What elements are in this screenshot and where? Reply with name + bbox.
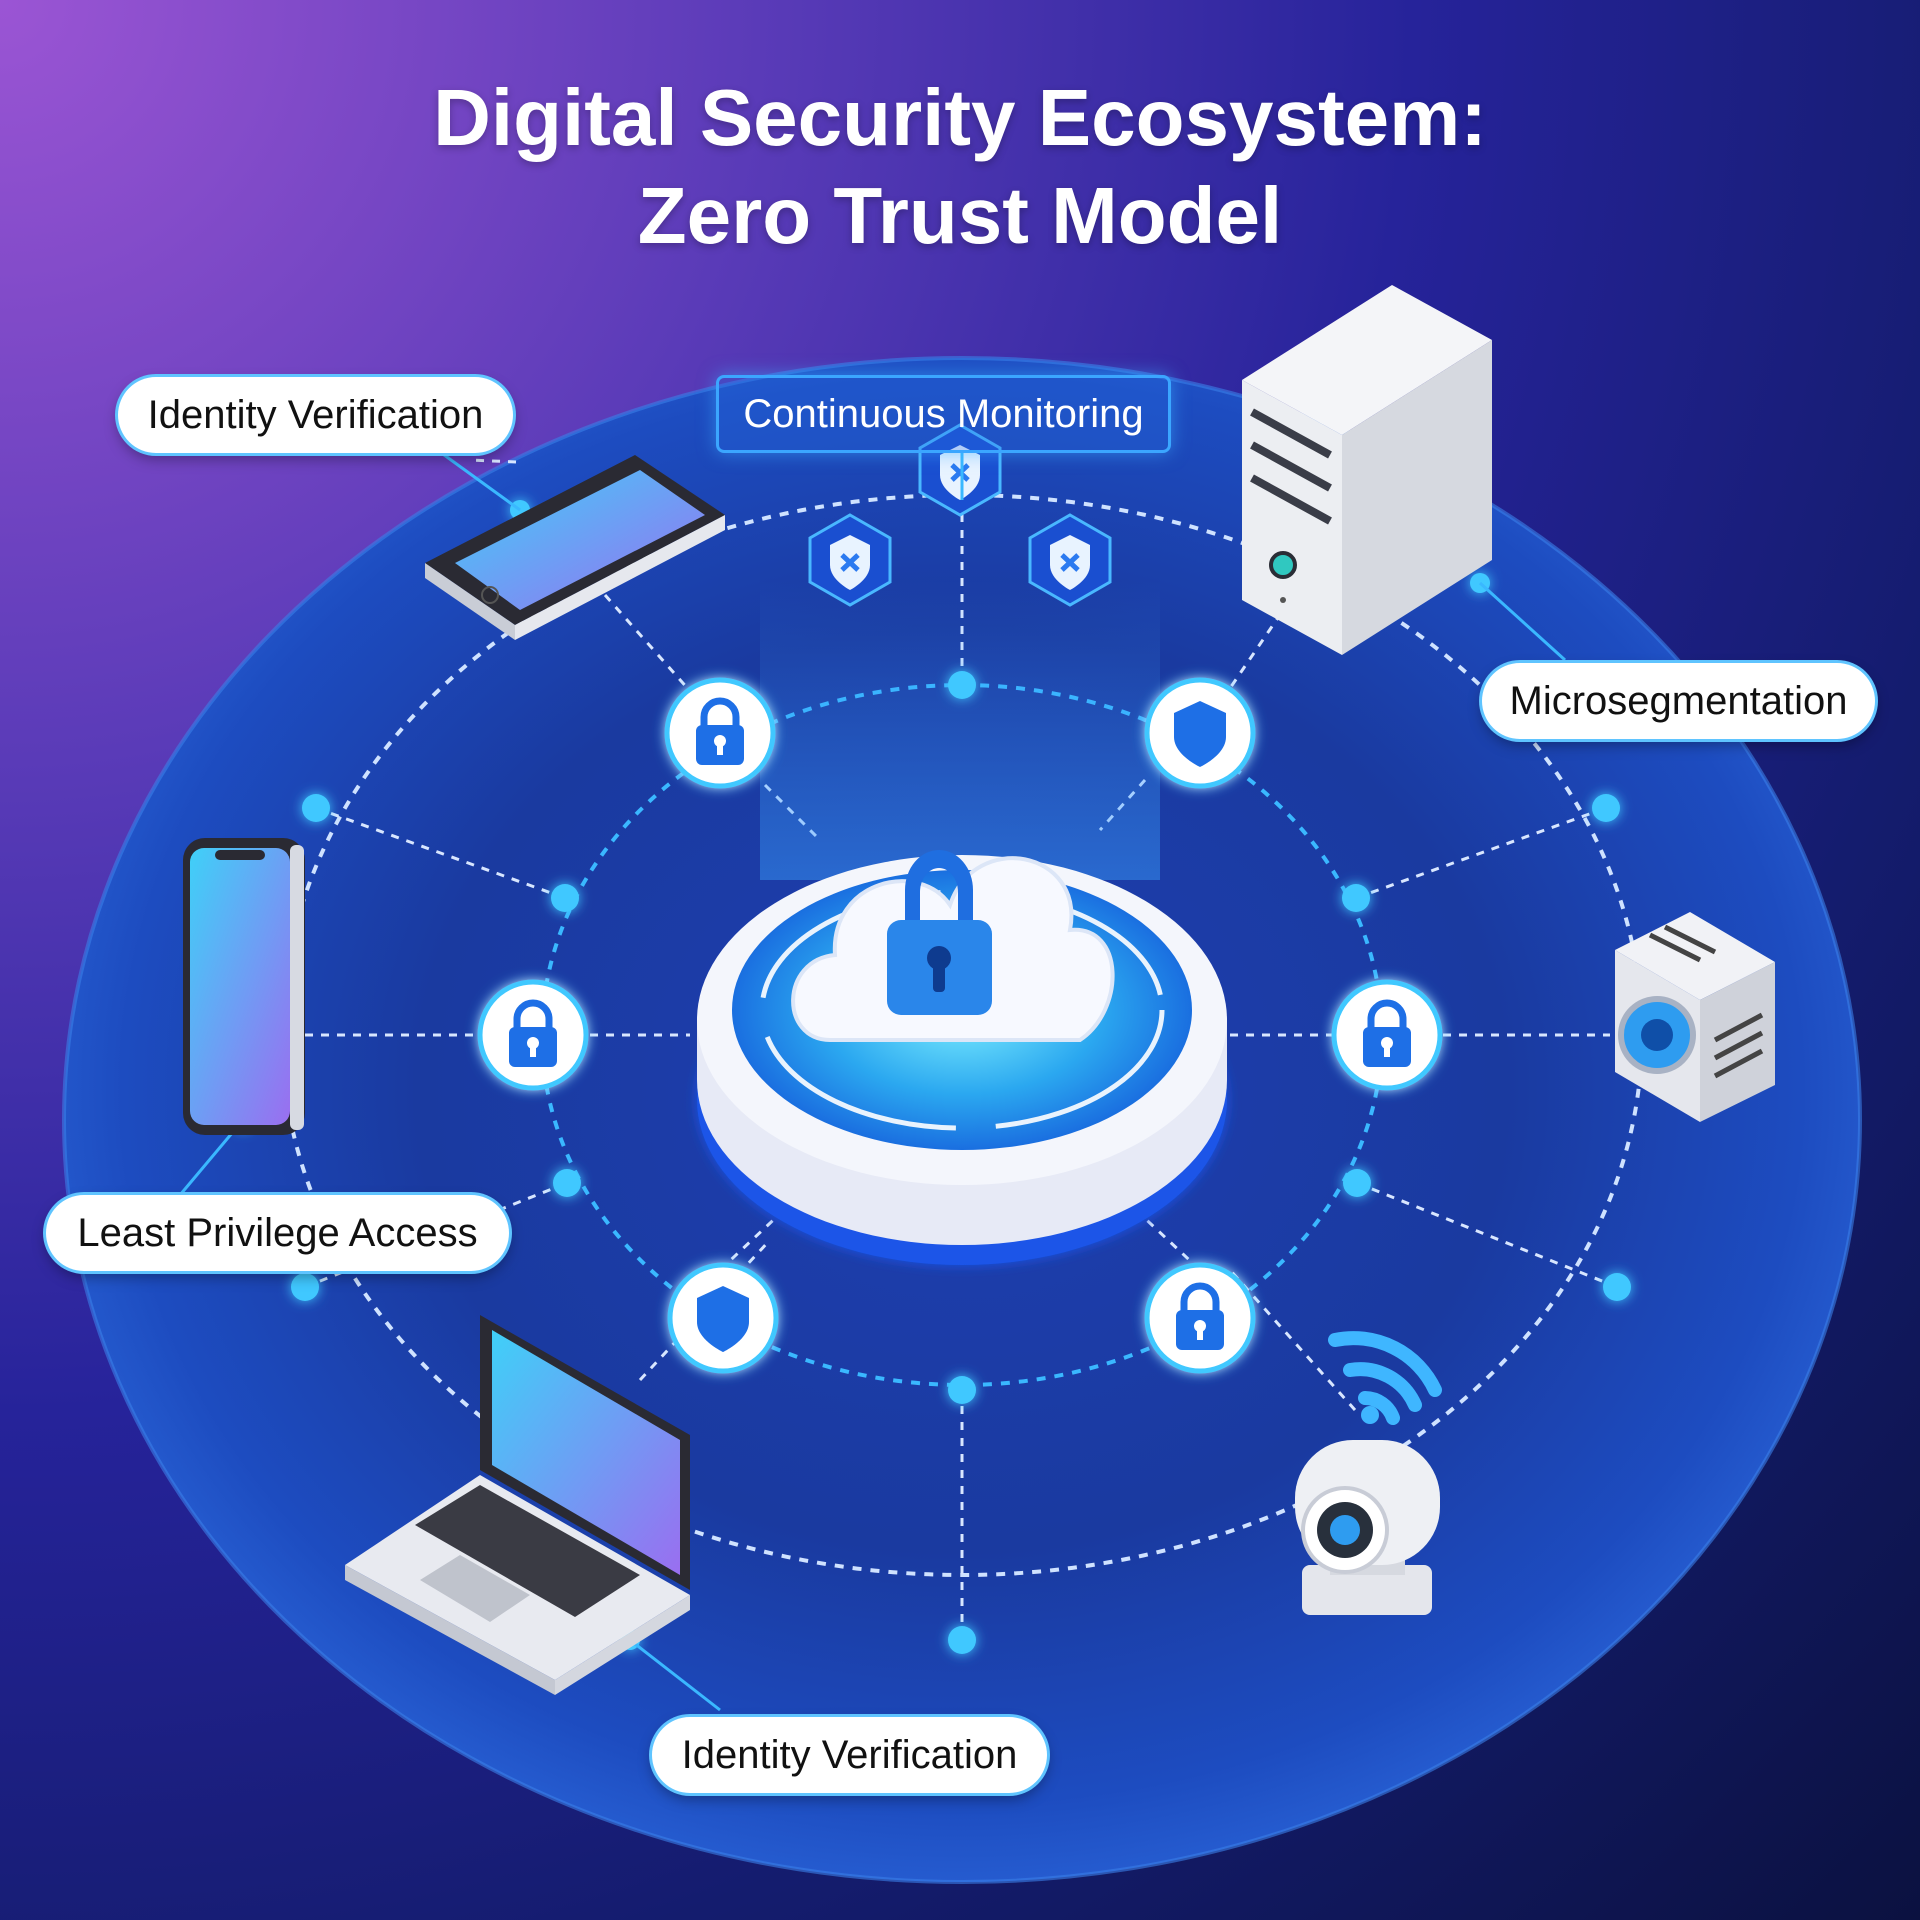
label-identity-verification-top: Identity Verification [118,377,513,453]
light-beam [760,580,1160,880]
shield-icon [1174,701,1226,767]
lock-icon [509,999,557,1067]
label-connectors [178,450,1567,1712]
label-continuous-monitoring: Continuous Monitoring [716,375,1171,453]
webcam-icon [1295,1440,1440,1615]
shield-icon [697,1286,749,1352]
camera-icon [1615,912,1775,1122]
label-identity-verification-bottom: Identity Verification [652,1717,1047,1793]
smartphone-icon [425,455,725,640]
label-least-privilege-access: Least Privilege Access [46,1195,509,1271]
shield-icon [1028,513,1112,607]
shield-badge [1144,677,1256,789]
lock-badge [664,677,776,789]
lock-badge [1331,979,1443,1091]
cloud-lock-icon [791,850,1115,1042]
label-microsegmentation: Microsegmentation [1482,663,1875,739]
lock-badge [1144,1262,1256,1374]
shield-icon [808,513,892,607]
wifi-icon [1328,1331,1442,1425]
server-icon [1242,285,1492,655]
lock-badge [477,979,589,1091]
page-title-line1: Digital Security Ecosystem: [433,73,1487,162]
shield-badge [667,1262,779,1374]
tablet-icon [183,838,305,1135]
lock-icon [696,697,744,765]
page-title-line2: Zero Trust Model [637,171,1283,260]
lock-icon [1176,1282,1224,1350]
lock-icon [1363,999,1411,1067]
laptop-icon [345,1315,690,1695]
shield-icon [918,423,1002,517]
